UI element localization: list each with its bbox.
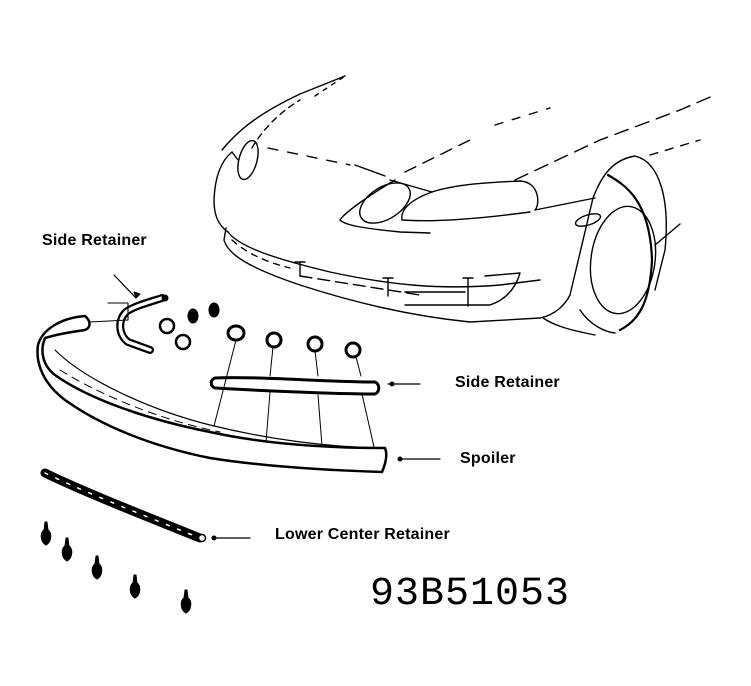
lower-center-retainer-part bbox=[40, 468, 251, 543]
label-side-retainer-upper: Side Retainer bbox=[42, 232, 147, 249]
side-retainer-bracket bbox=[89, 274, 169, 354]
car-front-illustration bbox=[213, 75, 716, 336]
label-spoiler: Spoiler bbox=[460, 450, 516, 467]
fastener-clips bbox=[158, 302, 362, 359]
screws bbox=[40, 521, 192, 614]
label-side-retainer-right: Side Retainer bbox=[455, 374, 560, 391]
figure-code: 93B51053 bbox=[370, 572, 571, 617]
label-lower-center-retainer: Lower Center Retainer bbox=[275, 526, 450, 543]
side-retainer-bar bbox=[209, 376, 421, 396]
spoiler-part bbox=[36, 314, 441, 474]
